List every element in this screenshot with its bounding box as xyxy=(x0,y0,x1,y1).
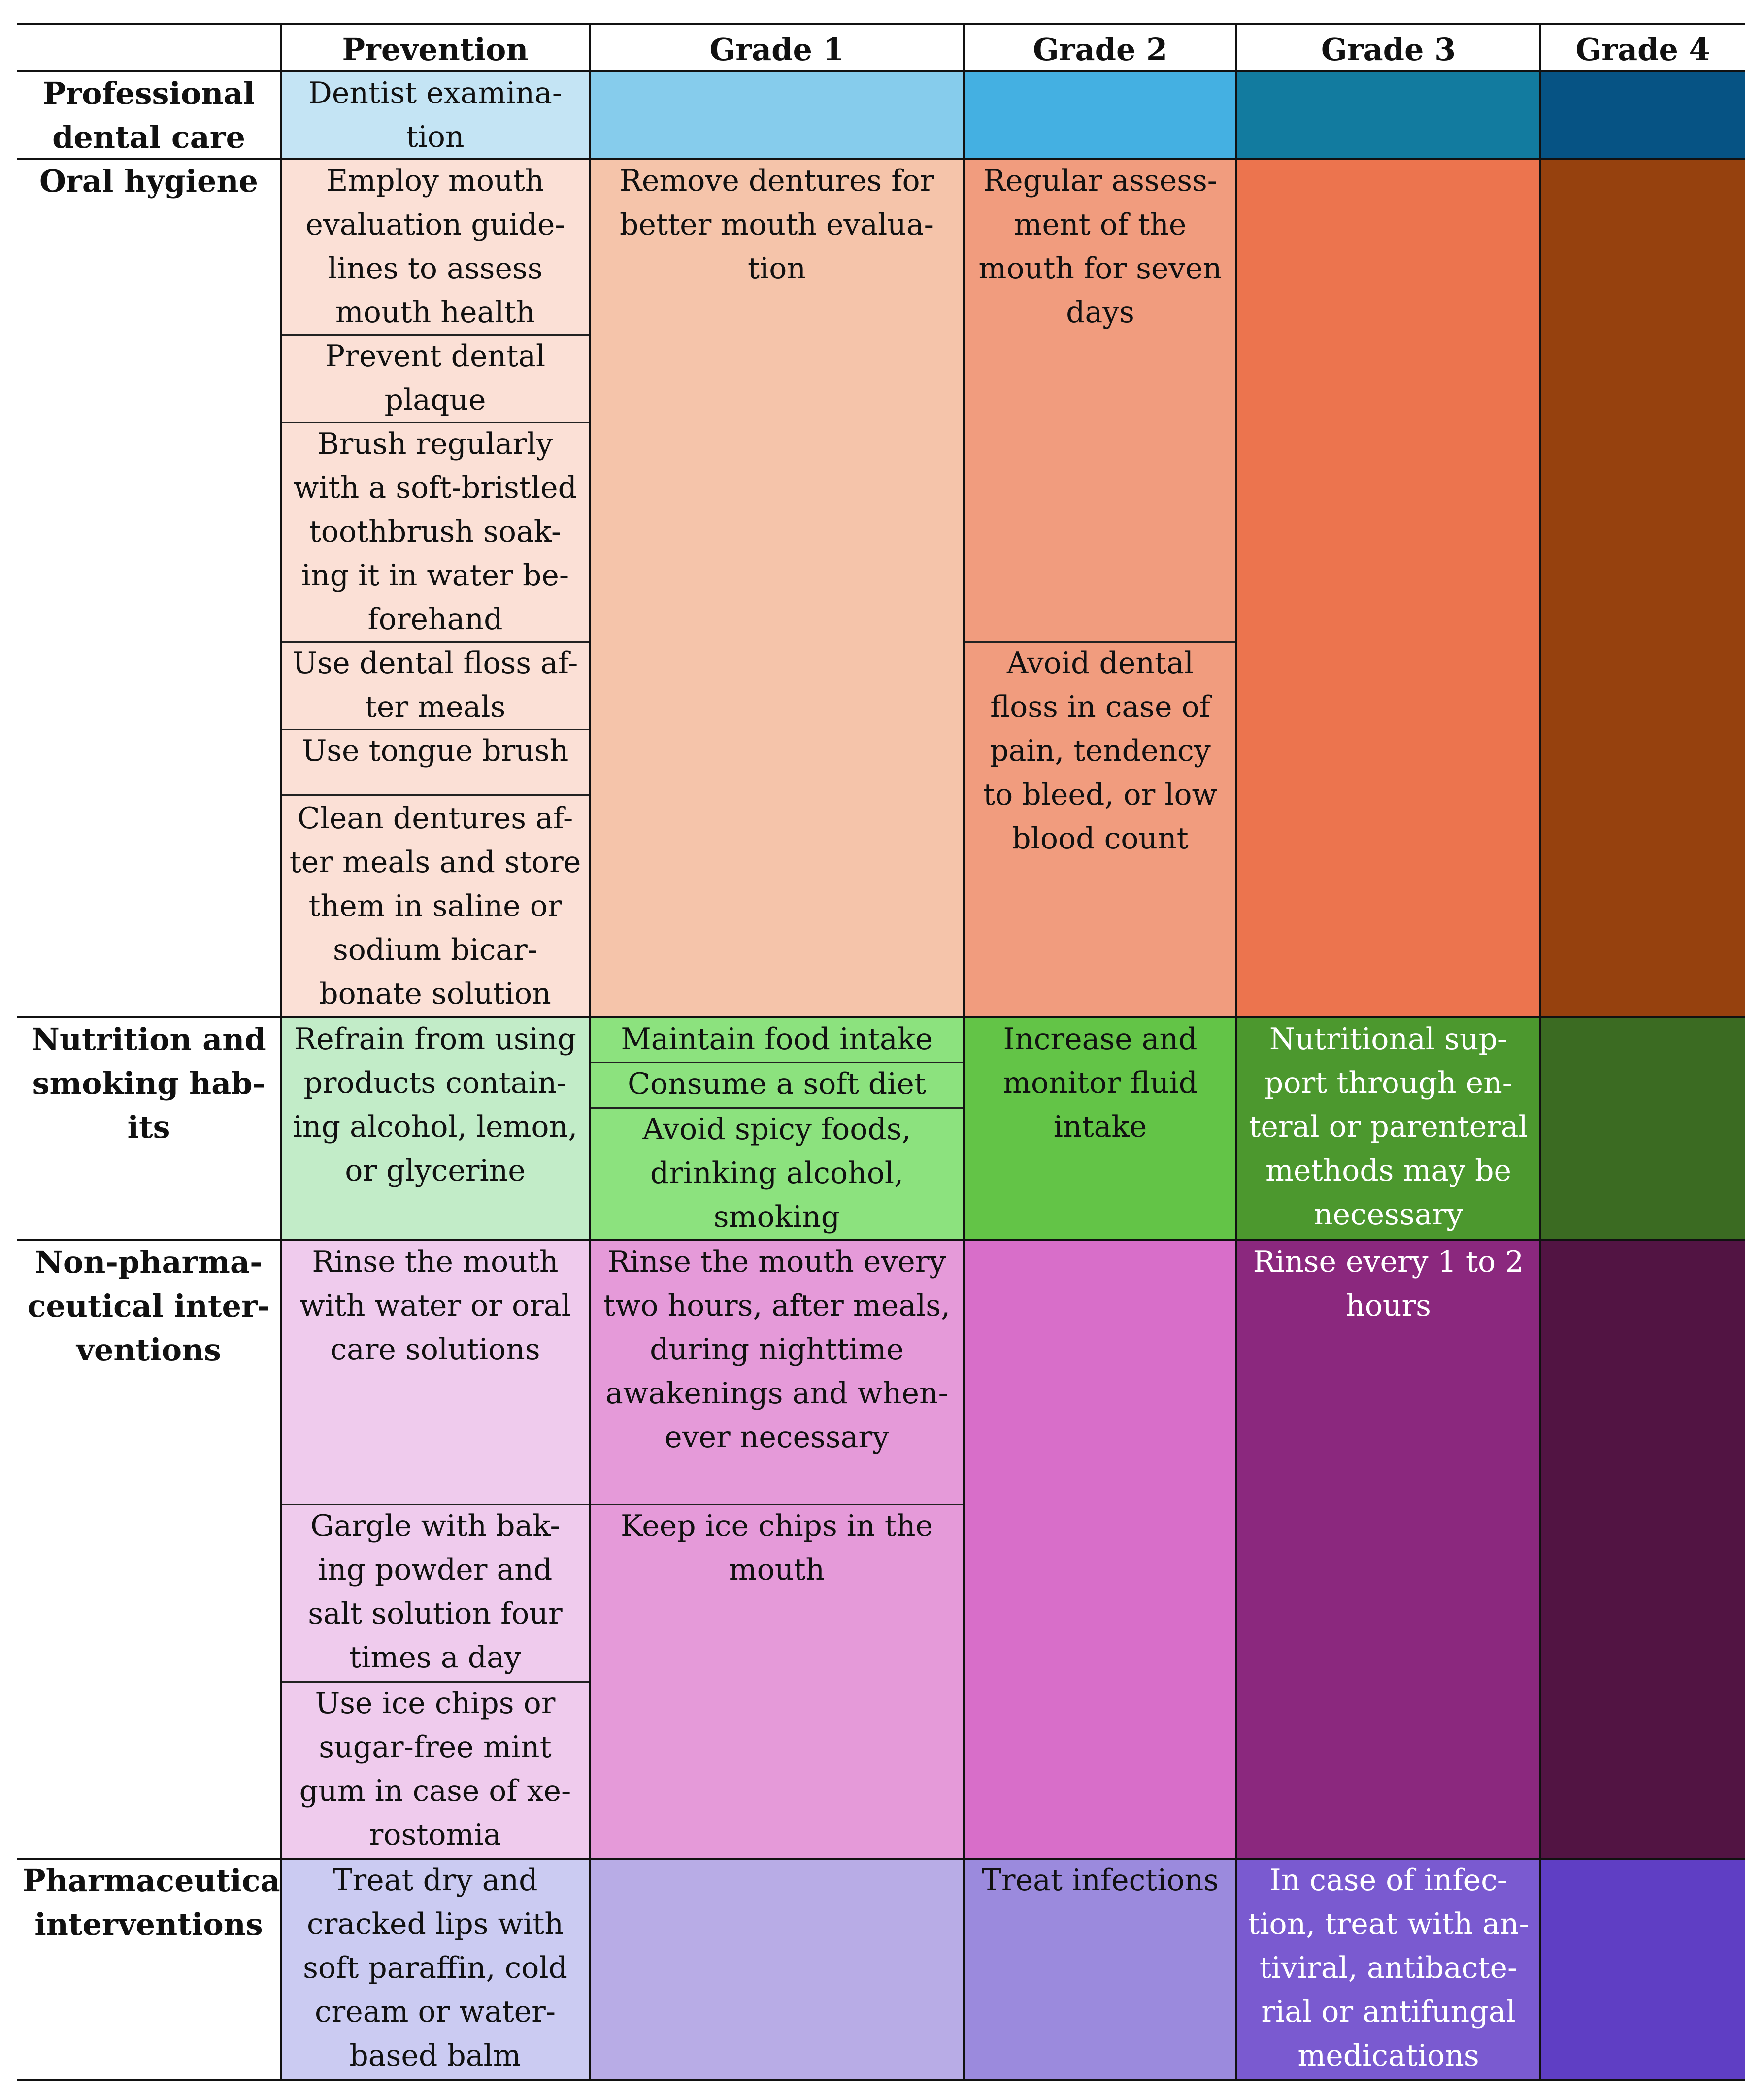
nonpharma-prevention-3: Use ice chips or sugar-free mint gum in … xyxy=(281,1682,590,1859)
nutrition-prevention: Refrain from using products contain- ing… xyxy=(281,1017,590,1240)
column-rule xyxy=(589,23,591,2081)
cell-rule xyxy=(281,1681,590,1683)
guidelines-table: Prevention Grade 1 Grade 2 Grade 3 Grade… xyxy=(17,23,1745,2087)
row-rule xyxy=(17,1858,1745,1860)
pharma-grade-2: Treat infections xyxy=(964,1859,1236,2080)
cell-rule xyxy=(281,422,590,423)
oral-grade-2-a: Regular assess- ment of the mouth for se… xyxy=(964,159,1236,642)
nonpharma-grade-1-a: Rinse the mouth every two hours, after m… xyxy=(590,1240,964,1504)
row-rule xyxy=(17,1239,1745,1241)
cell-rule xyxy=(590,1107,964,1109)
pharma-grade-4 xyxy=(1540,1859,1745,2080)
professional-grade-1 xyxy=(590,71,964,159)
nonpharma-grade-2 xyxy=(964,1240,1236,1859)
oral-grade-2-b: Avoid dental floss in case of pain, tend… xyxy=(964,642,1236,1017)
row-label-pharmaceutical: Pharmaceutical interventions xyxy=(23,1863,281,1942)
oral-prevention-1: Employ mouth evaluation guide- lines to … xyxy=(281,159,590,335)
row-label-nutrition: Nutrition and smoking hab- its xyxy=(32,1021,266,1145)
nutrition-grade-1-c: Avoid spicy foods, drinking alcohol, smo… xyxy=(590,1108,964,1240)
nonpharma-prevention-2: Gargle with bak- ing powder and salt sol… xyxy=(281,1504,590,1682)
column-rule xyxy=(963,23,965,2081)
professional-grade-3 xyxy=(1236,71,1540,159)
column-rule xyxy=(1539,23,1541,2081)
oral-prevention-2: Prevent dental plaque xyxy=(281,335,590,422)
nonpharma-grade-1-b: Keep ice chips in the mouth xyxy=(590,1504,964,1859)
header-grade-2: Grade 2 xyxy=(1032,32,1168,68)
header-grade-4: Grade 4 xyxy=(1575,32,1710,68)
cell-rule xyxy=(590,1062,964,1063)
pharma-grade-1 xyxy=(590,1859,964,2080)
cell-rule xyxy=(281,729,590,730)
header-prevention: Prevention xyxy=(342,32,529,68)
header-rule xyxy=(17,70,1745,72)
oral-prevention-4: Use dental floss af- ter meals xyxy=(281,642,590,729)
professional-grade-2 xyxy=(964,71,1236,159)
nutrition-grade-1-a: Maintain food intake xyxy=(590,1017,964,1062)
professional-prevention: Dentist examina- tion xyxy=(281,71,590,159)
row-label-non-pharmaceutical: Non-pharma- ceutical inter- ventions xyxy=(27,1244,270,1368)
top-rule xyxy=(17,23,1745,25)
oral-grade-1: Remove dentures for better mouth evalua-… xyxy=(590,159,964,1017)
row-rule xyxy=(17,1016,1745,1018)
pharma-grade-3: In case of infec- tion, treat with an- t… xyxy=(1236,1859,1540,2080)
cell-rule xyxy=(281,794,590,796)
nutrition-grade-1-b: Consume a soft diet xyxy=(590,1062,964,1108)
cell-rule xyxy=(964,641,1236,643)
column-rule xyxy=(280,23,282,2081)
nutrition-grade-3: Nutritional sup- port through en- teral … xyxy=(1236,1017,1540,1240)
oral-grade-4 xyxy=(1540,159,1745,1017)
row-rule xyxy=(17,158,1745,160)
header-grade-1: Grade 1 xyxy=(709,32,844,68)
oral-prevention-6: Clean dentures af- ter meals and store t… xyxy=(281,795,590,1017)
row-label-professional: Professional dental care xyxy=(42,75,255,155)
pharma-prevention: Treat dry and cracked lips with soft par… xyxy=(281,1859,590,2080)
cell-rule xyxy=(281,1504,590,1505)
oral-prevention-5: Use tongue brush xyxy=(281,729,590,795)
nonpharma-grade-3: Rinse every 1 to 2 hours xyxy=(1236,1240,1540,1859)
oral-grade-3 xyxy=(1236,159,1540,1017)
nutrition-grade-2: Increase and monitor fluid intake xyxy=(964,1017,1236,1240)
nutrition-grade-4 xyxy=(1540,1017,1745,1240)
header-grade-3: Grade 3 xyxy=(1321,32,1456,68)
cell-rule xyxy=(281,641,590,643)
row-label-oral-hygiene: Oral hygiene xyxy=(39,163,258,199)
nonpharma-prevention-1: Rinse the mouth with water or oral care … xyxy=(281,1240,590,1504)
cell-rule xyxy=(281,334,590,336)
nonpharma-grade-4 xyxy=(1540,1240,1745,1859)
cell-rule xyxy=(590,1504,964,1505)
oral-prevention-3: Brush regularly with a soft-bristled too… xyxy=(281,422,590,642)
bottom-rule xyxy=(17,2079,1745,2081)
column-rule xyxy=(1235,23,1237,2081)
professional-grade-4 xyxy=(1540,71,1745,159)
